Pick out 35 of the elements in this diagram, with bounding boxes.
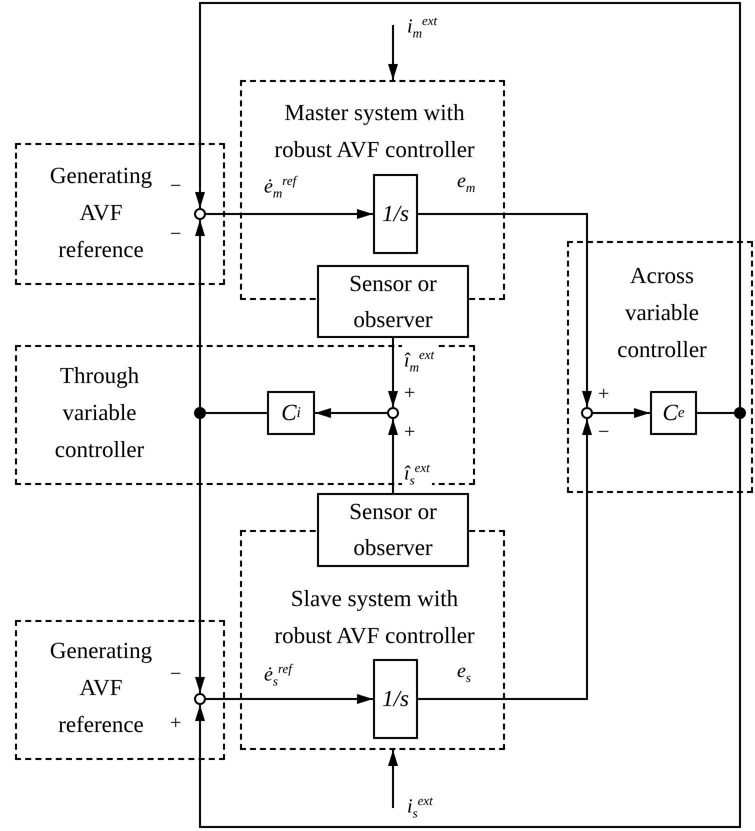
junction-dot	[734, 407, 746, 419]
arrow	[195, 220, 205, 407]
region-title: Master system with robust AVF controller	[273, 99, 476, 164]
dashed-region	[15, 620, 225, 760]
junction-dot	[194, 407, 206, 419]
transfer-block: 1/s	[373, 174, 418, 254]
arrow	[315, 408, 387, 418]
summing-junction	[387, 407, 399, 419]
arrow	[195, 419, 741, 828]
transfer-block: 1/s	[373, 659, 418, 739]
region-title: Slave system with robust AVF controller	[273, 585, 476, 650]
arrow	[388, 338, 398, 407]
arrow	[418, 213, 592, 407]
arrow	[418, 419, 592, 700]
arrow	[388, 25, 398, 80]
sensor-block: Sensor or observer	[317, 493, 469, 567]
region-title: Through variable controller	[54, 362, 146, 464]
arrow	[388, 419, 398, 493]
arrow	[593, 408, 650, 418]
dashed-region	[15, 143, 225, 285]
summing-junction	[194, 208, 206, 220]
region-title: Across variable controller	[616, 262, 708, 364]
arrow	[206, 694, 373, 704]
arrow	[195, 2, 741, 407]
connector-line	[206, 412, 267, 414]
summing-junction	[581, 407, 593, 419]
arrow	[206, 209, 373, 219]
region-title: Generating AVF reference	[48, 162, 154, 264]
arrow	[388, 750, 398, 808]
summing-junction	[194, 693, 206, 705]
dashed-region	[567, 241, 753, 493]
region-title: Generating AVF reference	[48, 637, 154, 739]
connector-line	[697, 412, 734, 414]
sensor-block: Sensor or observer	[317, 265, 469, 338]
arrow	[195, 419, 205, 693]
